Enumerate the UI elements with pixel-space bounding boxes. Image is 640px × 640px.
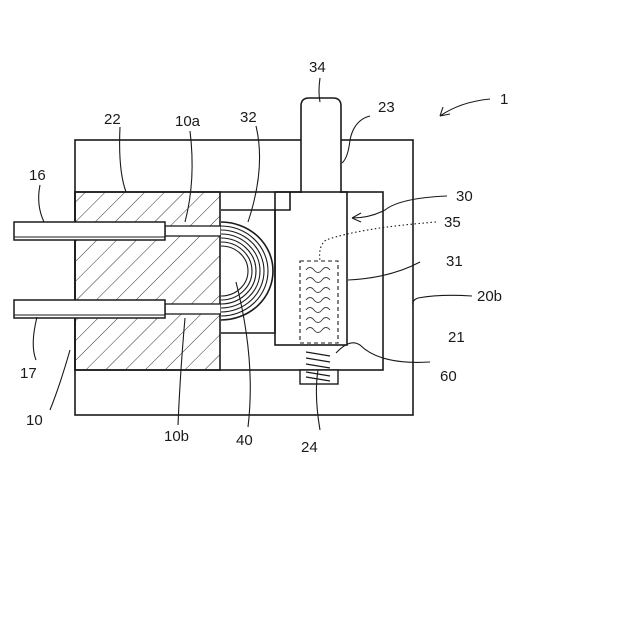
label-22: 22: [104, 111, 121, 128]
label-34: 34: [309, 59, 326, 76]
inner-spring-31: [306, 268, 330, 333]
label-30: 30: [456, 188, 473, 205]
label-10b: 10b: [164, 428, 189, 445]
leader-35-dotted: [320, 222, 436, 261]
label-21: 21: [448, 329, 465, 346]
label-24: 24: [301, 439, 318, 456]
label-20b: 20b: [477, 288, 502, 305]
label-1: 1: [500, 91, 508, 108]
label-17: 17: [20, 365, 37, 382]
label-10a: 10a: [175, 113, 201, 130]
piston-30: [275, 192, 347, 345]
label-10: 10: [26, 412, 43, 429]
label-60: 60: [440, 368, 457, 385]
label-16: 16: [29, 167, 46, 184]
label-31: 31: [446, 253, 463, 270]
plunger-34: [301, 98, 341, 193]
channel-10b: [165, 304, 221, 314]
label-32: 32: [240, 109, 257, 126]
hatched-block: [75, 192, 220, 370]
label-35: 35: [444, 214, 461, 231]
recess-24: [300, 370, 338, 384]
dome-40: [221, 222, 273, 320]
label-23: 23: [378, 99, 395, 116]
channel-10a: [165, 226, 221, 236]
spring-60: [306, 352, 330, 368]
label-40: 40: [236, 432, 253, 449]
